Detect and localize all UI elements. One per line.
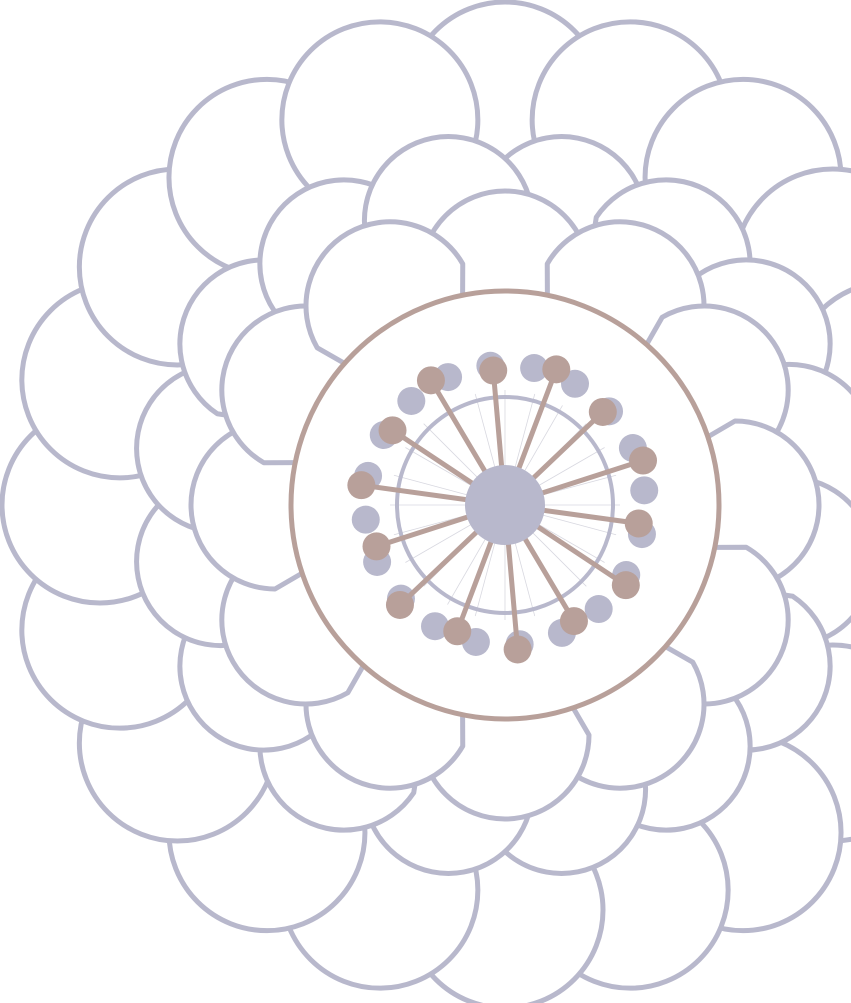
stamen-anther [363, 532, 391, 560]
stamen-anther [379, 416, 407, 444]
stamen-anther [443, 617, 471, 645]
stamen-anther [612, 571, 640, 599]
stamen-anther [386, 591, 414, 619]
center-hub [465, 465, 545, 545]
stamen-anther [625, 509, 653, 537]
lavender-dot [352, 506, 380, 534]
lavender-dot [630, 476, 658, 504]
stamen-anther [589, 398, 617, 426]
hub [465, 465, 545, 545]
stamen-anther [417, 366, 445, 394]
stamen-anther [629, 447, 657, 475]
lavender-dot [585, 595, 613, 623]
stamen-anther [347, 471, 375, 499]
stamen-anther [504, 635, 532, 663]
lavender-dot [397, 387, 425, 415]
stamen-anther [560, 607, 588, 635]
stamen-anther [479, 357, 507, 385]
stamen-anther [542, 355, 570, 383]
